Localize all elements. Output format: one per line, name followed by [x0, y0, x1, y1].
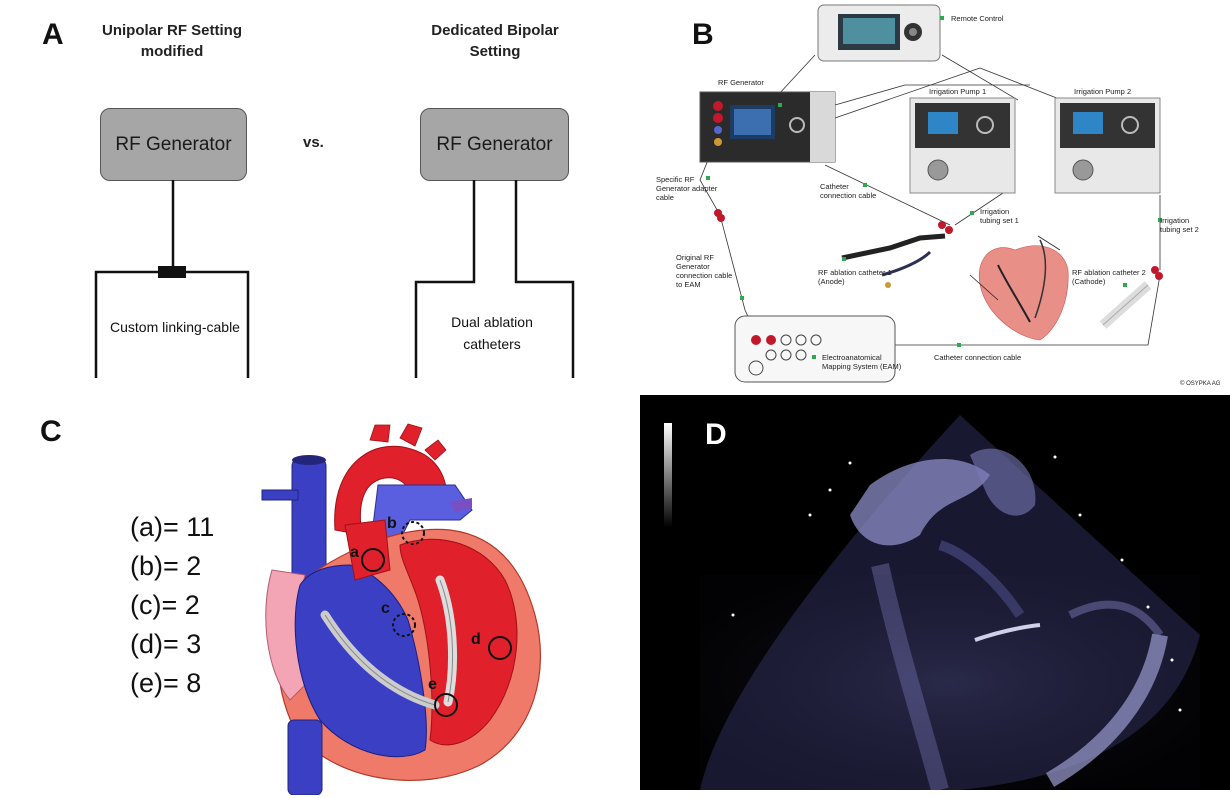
- panel-b-heart: [969, 235, 1069, 341]
- catheter-2-drawing: [1099, 281, 1152, 329]
- unipolar-heading: Unipolar RF Setting modified: [102, 22, 242, 60]
- dual-ablation-catheters-label: Dual ablation catheters: [451, 314, 533, 352]
- marker-label-b: b: [387, 515, 397, 532]
- grayscale-bar: [664, 423, 672, 527]
- custom-linking-cable-label: Custom linking-cable: [110, 319, 240, 335]
- green-markers: [706, 16, 1162, 359]
- panel-b-diagram: [699, 4, 1163, 383]
- heart-illustration: a b c d e: [261, 423, 542, 795]
- catheter-1-drawing: [841, 233, 946, 288]
- rf-generator-box-left: RF Generator: [100, 108, 247, 181]
- panel-c-letter: C: [40, 415, 62, 448]
- right-cable-outer: [414, 180, 476, 378]
- vs-label: vs.: [303, 134, 324, 151]
- eam-device: [734, 315, 896, 383]
- site-count-list: (a)= 11 (b)= 2 (c)= 2 (d)= 3 (e)= 8: [130, 508, 214, 703]
- marker-label-e: e: [428, 676, 437, 693]
- echo-svg: [664, 415, 1200, 790]
- echo-image: [640, 395, 1230, 790]
- panel-b-letter: B: [692, 18, 714, 51]
- red-connectors: [714, 209, 1163, 280]
- remote-control: [817, 4, 941, 62]
- panel-d-letter: D: [705, 418, 727, 451]
- irrigation-pump-1-device: [909, 97, 1016, 194]
- label-catheter-cable-top: Catheter connection cable: [820, 182, 877, 200]
- count-b: (b)= 2: [130, 551, 202, 581]
- lesion-markers: [361, 521, 512, 717]
- label-copyright: © OSYPKA AG: [1180, 381, 1221, 387]
- label-rf-generator: RF Generator: [718, 78, 764, 87]
- label-tubing-set-2: Irrigation tubing set 2: [1160, 216, 1199, 234]
- label-tubing-set-1: Irrigation tubing set 1: [980, 207, 1019, 225]
- right-cable-outer-2: [514, 180, 575, 378]
- vena-cava-inferior: [287, 719, 323, 795]
- marker-label-c: c: [381, 600, 390, 617]
- bipolar-heading: Dedicated Bipolar Setting: [431, 22, 559, 60]
- left-atrium-ventricle: [399, 538, 518, 746]
- label-irrigation-pump-2: Irrigation Pump 2: [1074, 87, 1132, 96]
- count-e: (e)= 8: [130, 668, 202, 698]
- marker-c: [392, 613, 416, 637]
- label-adapter-cable: Specific RF Generator adapter cable: [656, 175, 718, 202]
- label-catheter-1: RF ablation catheter 1 (Anode): [818, 268, 892, 286]
- label-irrigation-pump-1: Irrigation Pump 1: [929, 87, 987, 96]
- label-original-cable: Original RF Generator connection cable t…: [676, 253, 733, 289]
- rf-generator-box-right: RF Generator: [420, 108, 569, 181]
- panel-a-letter: A: [42, 18, 64, 51]
- count-a: (a)= 11: [130, 512, 215, 542]
- marker-label-d: d: [471, 631, 481, 648]
- marker-a: [361, 548, 385, 572]
- rf-generator-device: [699, 91, 836, 163]
- irrigation-pump-2-device: [1054, 97, 1161, 194]
- marker-d: [488, 636, 512, 660]
- marker-label-a: a: [350, 544, 359, 561]
- marker-b: [401, 521, 425, 545]
- label-eam: Electroanatomical Mapping System (EAM): [822, 353, 902, 371]
- count-c: (c)= 2: [130, 590, 200, 620]
- label-catheter-cable-bottom: Catheter connection cable: [934, 353, 1022, 362]
- connection-lines: [699, 54, 1161, 346]
- label-remote-control: Remote Control: [951, 14, 1004, 23]
- label-catheter-2: RF ablation catheter 2 (Cathode): [1072, 268, 1146, 286]
- count-d: (d)= 3: [130, 629, 202, 659]
- left-branch: [94, 270, 250, 378]
- marker-e: [434, 693, 458, 717]
- panel-a-wiring: [94, 180, 575, 378]
